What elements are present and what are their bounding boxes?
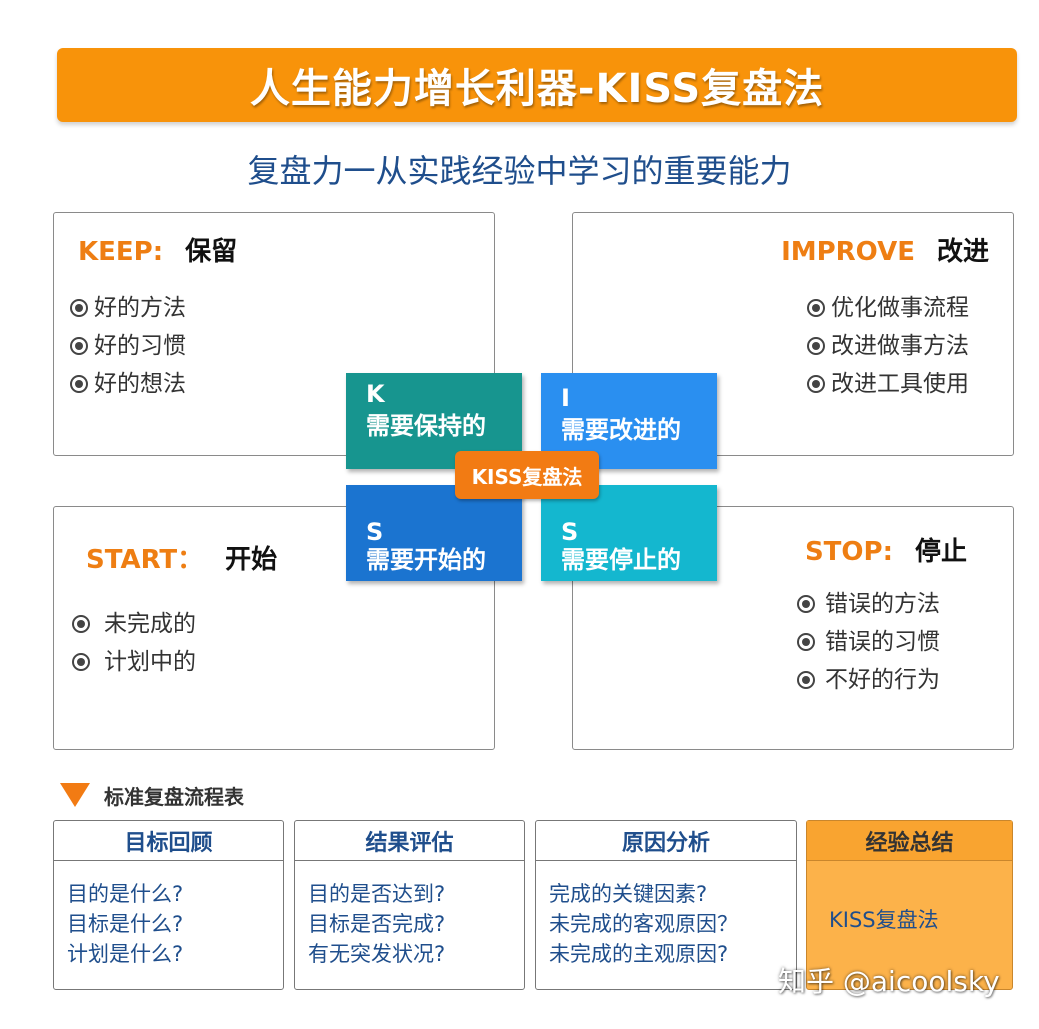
tile-letter: K xyxy=(366,380,385,408)
subtitle: 复盘力一从实践经验中学习的重要能力 xyxy=(247,152,792,190)
tile-label: 需要停止的 xyxy=(561,546,681,574)
step-body: 目的是否达到? 目标是否完成? 有无突发状况? xyxy=(295,861,524,969)
tile-label: 需要改进的 xyxy=(561,416,681,444)
list-item-text: 计划中的 xyxy=(104,649,196,675)
step-title: 目标回顾 xyxy=(54,821,283,861)
list-item-text: 好的想法 xyxy=(94,371,186,397)
improve-heading-en: IMPROVE xyxy=(781,237,915,267)
list-item-text: 错误的习惯 xyxy=(825,629,940,655)
step-body: 完成的关键因素? 未完成的客观原因？ 未完成的主观原因? xyxy=(536,861,796,969)
radio-bullet-icon xyxy=(70,375,88,393)
step-line: 目的是什么? xyxy=(67,882,184,906)
list-item: 未完成的 xyxy=(72,605,196,643)
list-item: 改进工具使用 xyxy=(807,365,969,403)
list-item-text: 改进做事方法 xyxy=(831,333,969,359)
list-item-text: 改进工具使用 xyxy=(831,371,969,397)
stop-heading-en: STOP: xyxy=(804,537,893,567)
list-item: 错误的方法 xyxy=(797,585,940,623)
center-badge: KISS复盘法 xyxy=(455,451,599,499)
step-title: 经验总结 xyxy=(807,821,1012,861)
page-title: 人生能力增长利器-KISS复盘法 xyxy=(249,66,825,112)
stop-heading-zh: 停止 xyxy=(914,537,967,567)
radio-bullet-icon xyxy=(797,671,815,689)
tile-letter: S xyxy=(366,518,384,546)
keep-items: 好的方法 好的习惯 好的想法 xyxy=(70,289,186,403)
keep-heading-en: KEEP: xyxy=(78,237,164,267)
radio-bullet-icon xyxy=(72,653,90,671)
tile-letter: I xyxy=(561,384,570,412)
keep-heading: KEEP: 保留 xyxy=(78,231,237,268)
list-item: 不好的行为 xyxy=(797,661,940,699)
start-heading: START： 开始 xyxy=(86,539,277,576)
step-line: 目的是否达到? xyxy=(308,882,446,906)
list-item-text: 未完成的 xyxy=(104,611,196,637)
watermark: 知乎 @aicoolsky xyxy=(778,965,1000,998)
list-item: 改进做事方法 xyxy=(807,327,969,365)
improve-heading: IMPROVE 改进 xyxy=(781,231,989,268)
stop-heading: STOP: 停止 xyxy=(805,531,967,568)
step-cause-analysis: 原因分析 完成的关键因素? 未完成的客观原因？ 未完成的主观原因? xyxy=(535,820,797,990)
step-body: KISS复盘法 xyxy=(807,861,1012,935)
radio-bullet-icon xyxy=(72,615,90,633)
step-line: 目标是什么? xyxy=(67,912,184,936)
step-line: 未完成的客观原因？ xyxy=(549,912,738,936)
tile-stop: S 需要停止的 xyxy=(541,485,717,581)
improve-heading-zh: 改进 xyxy=(936,237,989,267)
triangle-down-icon xyxy=(60,783,90,807)
tile-label: 需要开始的 xyxy=(366,546,486,574)
tile-start: S 需要开始的 xyxy=(346,485,522,581)
step-line: 完成的关键因素? xyxy=(549,882,708,906)
tile-letter: S xyxy=(561,518,579,546)
radio-bullet-icon xyxy=(807,299,825,317)
list-item: 好的习惯 xyxy=(70,327,186,365)
radio-bullet-icon xyxy=(807,375,825,393)
list-item-text: 不好的行为 xyxy=(825,667,940,693)
step-goal-review: 目标回顾 目的是什么? 目标是什么? 计划是什么? xyxy=(53,820,284,990)
list-item: 好的想法 xyxy=(70,365,186,403)
radio-bullet-icon xyxy=(70,337,88,355)
flow-section-label: 标准复盘流程表 xyxy=(60,780,244,810)
list-item: 优化做事流程 xyxy=(807,289,969,327)
list-item: 计划中的 xyxy=(72,643,196,681)
radio-bullet-icon xyxy=(807,337,825,355)
start-heading-zh: 开始 xyxy=(225,545,278,575)
radio-bullet-icon xyxy=(797,633,815,651)
step-title: 结果评估 xyxy=(295,821,524,861)
keep-heading-zh: 保留 xyxy=(185,237,238,267)
start-heading-en: START： xyxy=(86,545,204,575)
list-item-text: 好的方法 xyxy=(94,295,186,321)
list-item: 好的方法 xyxy=(70,289,186,327)
tile-label: 需要保持的 xyxy=(366,412,486,440)
list-item: 错误的习惯 xyxy=(797,623,940,661)
step-result-evaluation: 结果评估 目的是否达到? 目标是否完成? 有无突发状况? xyxy=(294,820,525,990)
step-experience-summary: 经验总结 KISS复盘法 xyxy=(806,820,1013,990)
step-title: 原因分析 xyxy=(536,821,796,861)
step-body: 目的是什么? 目标是什么? 计划是什么? xyxy=(54,861,283,969)
keep-quadrant: KEEP: 保留 好的方法 好的习惯 好的想法 xyxy=(53,212,495,456)
title-banner: 人生能力增长利器-KISS复盘法 xyxy=(57,48,1017,122)
improve-items: 优化做事流程 改进做事方法 改进工具使用 xyxy=(807,289,969,403)
start-items: 未完成的 计划中的 xyxy=(72,605,196,681)
list-item-text: 错误的方法 xyxy=(825,591,940,617)
step-line: 有无突发状况? xyxy=(308,942,446,966)
list-item-text: 优化做事流程 xyxy=(831,295,969,321)
step-line: 计划是什么? xyxy=(67,942,184,966)
flow-label-text: 标准复盘流程表 xyxy=(104,784,244,809)
stop-items: 错误的方法 错误的习惯 不好的行为 xyxy=(797,585,940,699)
list-item-text: 好的习惯 xyxy=(94,333,186,359)
step-line: KISS复盘法 xyxy=(829,908,939,932)
radio-bullet-icon xyxy=(70,299,88,317)
step-line: 未完成的主观原因? xyxy=(549,942,729,966)
radio-bullet-icon xyxy=(797,595,815,613)
step-line: 目标是否完成? xyxy=(308,912,446,936)
